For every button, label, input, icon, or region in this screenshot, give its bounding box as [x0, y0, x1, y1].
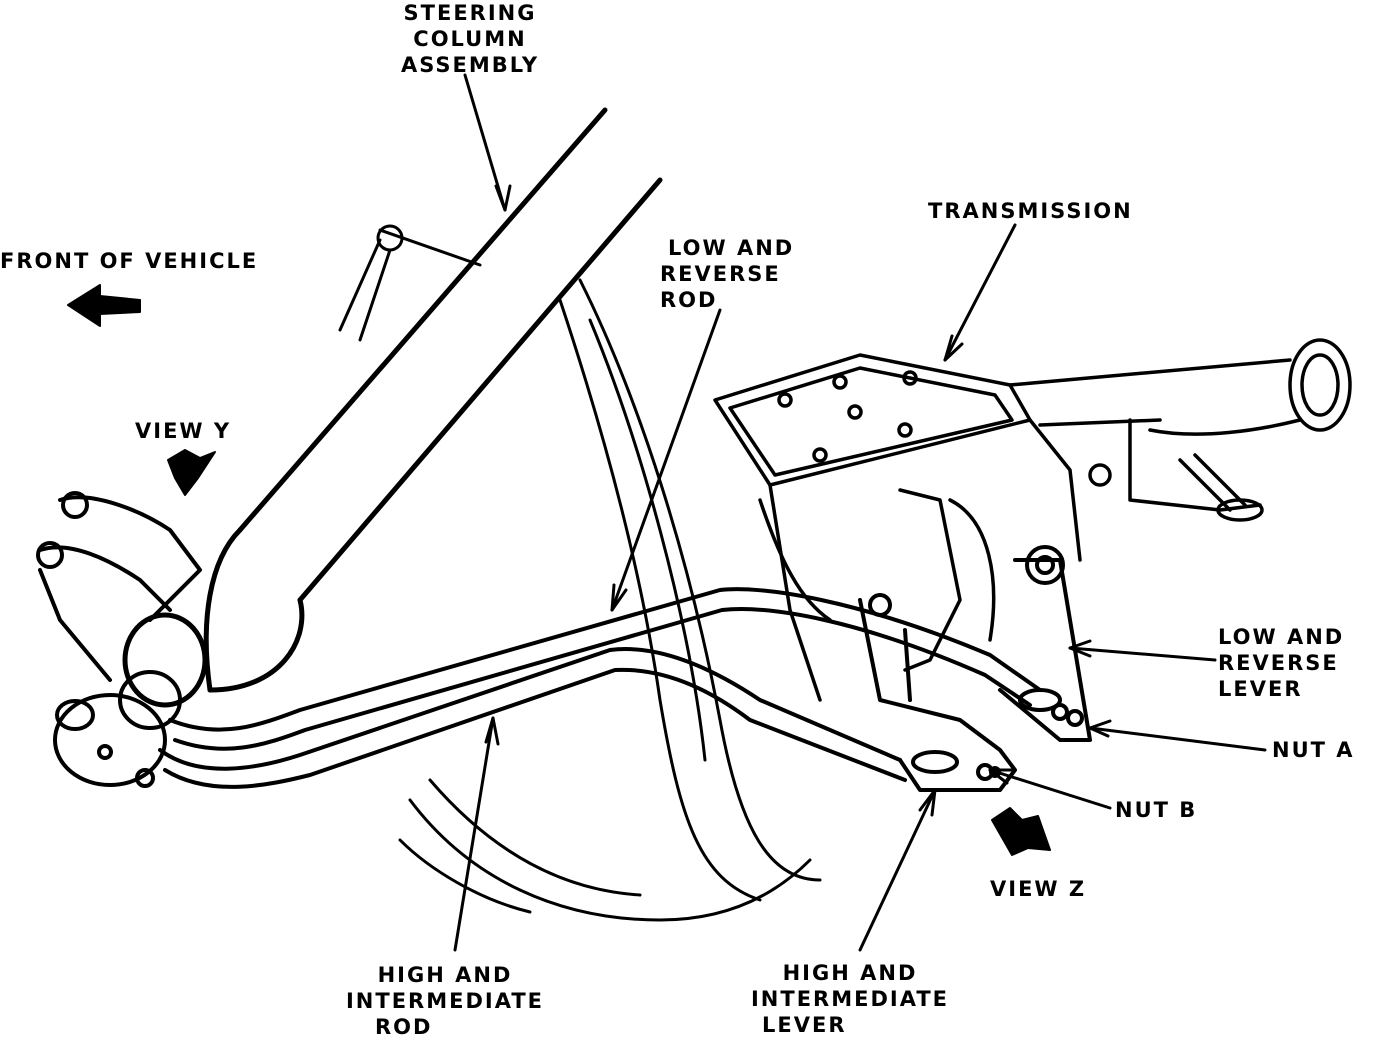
lr-lever-line-3: LEVER — [1218, 677, 1303, 701]
hi-rod-line-2: INTERMEDIATE — [345, 989, 544, 1013]
leader-lines — [453, 73, 1267, 952]
lr-lever-line-2: REVERSE — [1218, 651, 1339, 675]
high-intermediate-lever-label: HIGH AND INTERMEDIATE LEVER — [740, 960, 960, 1038]
hi-rod-line-1: HIGH AND — [377, 963, 513, 987]
lr-lever-line-1: LOW AND — [1218, 625, 1345, 649]
front-arrow-icon — [67, 284, 141, 327]
hi-lever-line-2: INTERMEDIATE — [750, 987, 949, 1011]
front-of-vehicle-label: FRONT OF VEHICLE — [0, 248, 258, 274]
low-reverse-rod-label: LOW AND REVERSE ROD — [660, 235, 794, 313]
transmission-body — [713, 338, 1352, 702]
view-z-arrow-icon — [991, 807, 1051, 856]
nut-a-text: NUT A — [1272, 738, 1355, 762]
front-of-vehicle-text: FRONT OF VEHICLE — [0, 249, 259, 273]
nut-b-text: NUT B — [1115, 798, 1198, 822]
lr-rod-line-2: REVERSE — [660, 262, 781, 286]
bell-housing — [398, 278, 822, 922]
low-reverse-lever-shape — [998, 545, 1092, 742]
direction-arrows — [67, 284, 1051, 856]
column-levers — [36, 491, 202, 788]
high-intermediate-rod-label: HIGH AND INTERMEDIATE ROD — [335, 962, 555, 1040]
steering-column-label: STEERING COLUMN ASSEMBLY — [385, 0, 555, 78]
nut-a-label: NUT A — [1272, 737, 1355, 763]
hi-lever-line-3: LEVER — [762, 1013, 847, 1037]
steering-line-1: STEERING — [403, 1, 537, 25]
high-intermediate-rod-shape — [158, 647, 907, 789]
hi-lever-line-1: HIGH AND — [782, 961, 918, 985]
view-y-text: VIEW Y — [135, 419, 232, 443]
transmission-label: TRANSMISSION — [928, 198, 1133, 224]
hi-rod-line-3: ROD — [375, 1015, 433, 1039]
steering-line-2: COLUMN — [413, 27, 527, 51]
steering-column — [122, 107, 663, 708]
steering-line-3: ASSEMBLY — [400, 53, 540, 77]
transmission-text: TRANSMISSION — [928, 199, 1133, 223]
nut-b-label: NUT B — [1115, 797, 1197, 823]
low-reverse-lever-label: LOW AND REVERSE LEVER — [1218, 624, 1344, 702]
view-z-text: VIEW Z — [990, 877, 1087, 901]
lr-rod-line-1: LOW AND — [668, 236, 795, 260]
lr-rod-line-3: ROD — [660, 288, 718, 312]
view-z-label: VIEW Z — [990, 876, 1086, 902]
view-y-label: VIEW Y — [135, 418, 231, 444]
view-y-arrow-icon — [167, 449, 216, 496]
